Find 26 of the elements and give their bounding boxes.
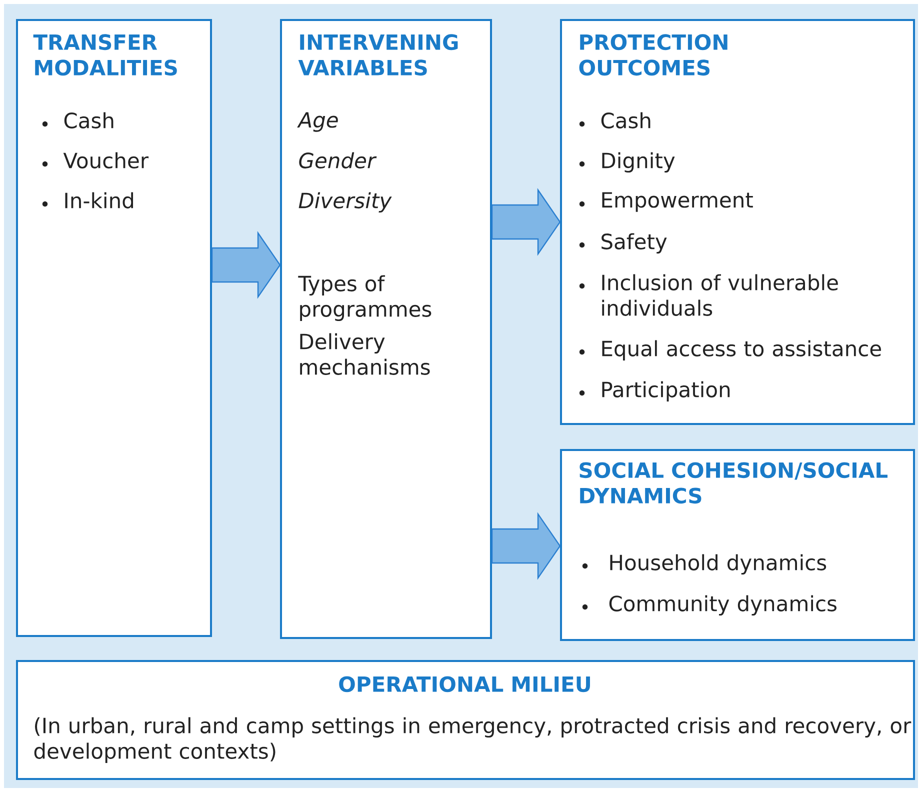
list-item: Community dynamics [609,595,836,616]
heading: TRANSFER MODALITIES [33,34,177,76]
heading: INTERVENING VARIABLES [298,34,458,76]
list-item: Participation [602,381,730,402]
block-arrow [491,512,561,580]
list-item: In-kind [65,192,134,208]
list-item: Safety [602,233,667,254]
block-arrow [491,188,561,256]
heading: PROTECTION OUTCOMES [579,34,728,76]
list-item: Cash [64,112,114,128]
block-arrow [211,231,281,299]
list-item: Household dynamics [610,554,826,575]
variable-text: Diversity [298,192,392,213]
body-text: Delivery mechanisms [300,333,430,375]
list-item: Voucher [63,152,149,168]
variable-text: Gender [299,152,377,168]
list-item: Empowerment [602,192,753,212]
list-item: Inclusion of vulnerable individuals [602,274,838,316]
list-item: Equal access to assistance [602,340,881,361]
list-item: Cash [601,112,650,128]
heading: SOCIAL COHESION/SOCIAL DYNAMICS [580,462,888,504]
body-text: Types of programmes [298,275,432,322]
variable-text: Age [297,112,338,132]
body-text: (In urban, rural and camp settings in emergency, protracted crisis and recovery, or development contexts) [34,717,912,764]
heading: OPERATIONAL MILIEU [339,676,590,692]
list-item: Dignity [602,152,675,173]
